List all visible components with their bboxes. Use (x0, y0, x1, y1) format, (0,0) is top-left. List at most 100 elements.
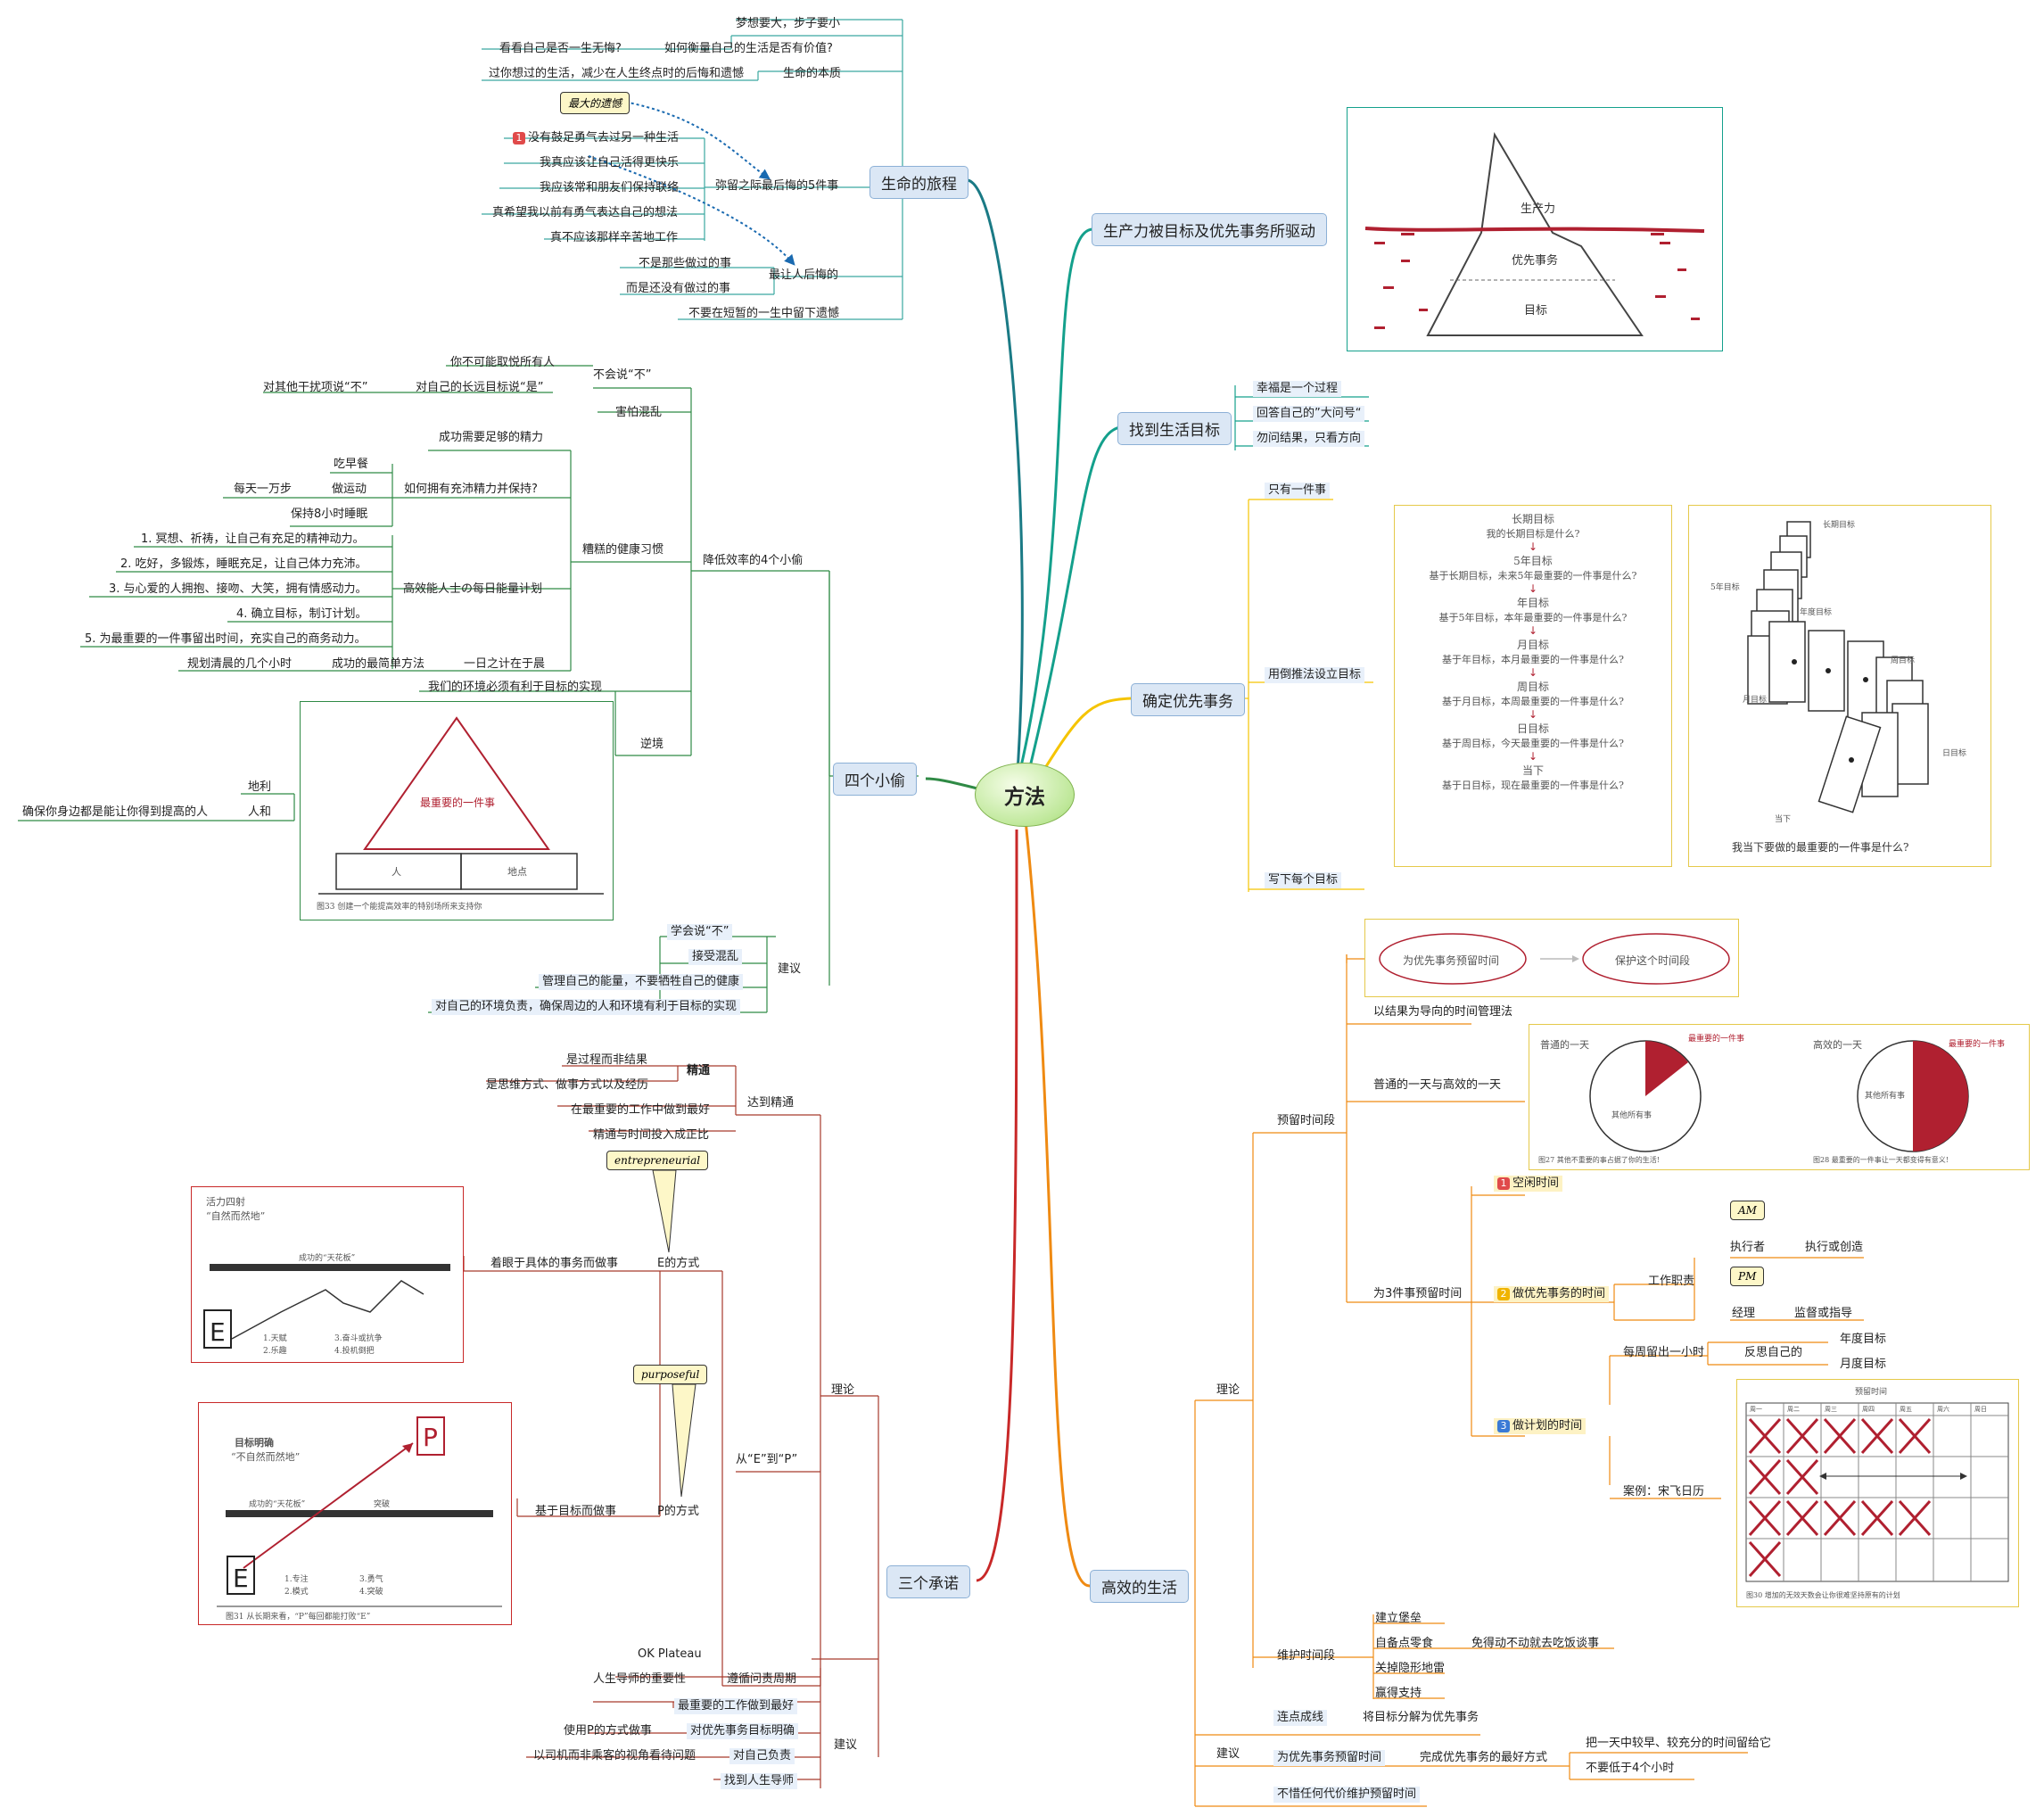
reverse-step: 5年目标基于长期目标，未来5年最重要的一件事是什么? (1395, 553, 1671, 582)
thieves-plan-title: 高效能人士の每日能量计划 (403, 582, 543, 596)
promises-e-way: E的方式 (657, 1257, 700, 1270)
p-img-drawing: P E (217, 1416, 502, 1607)
iceberg-drawing (1364, 132, 1705, 336)
pie1-title: 普通的一天 (1540, 1039, 1589, 1051)
journey-most-regret: 最让人后悔的 (769, 268, 839, 282)
reserve-img-b: 保护这个时间段 (1615, 954, 1691, 967)
node-four-thieves[interactable]: 四个小偷 (833, 763, 917, 796)
journey-measure-a: 看看自己是否一生无悔? (499, 42, 622, 55)
e-img-sub: “自然而然地” (206, 1210, 266, 1222)
cal-day: 周日 (1974, 1406, 1987, 1413)
root-node[interactable]: 方法 (975, 763, 1075, 827)
life-m-3: 关掉隐形地雷 (1375, 1662, 1446, 1675)
thieves-exercise: 做运动 (332, 483, 367, 496)
image-reverse-goals: 长期目标我的长期目标是什么? ↓ 5年目标基于长期目标，未来5年最重要的一件事是… (1394, 505, 1672, 867)
thieves-energy: 成功需要足够的精力 (439, 431, 544, 444)
pie2-other: 其他所有事 (1865, 1092, 1906, 1101)
life-best: 完成优先事务的最好方式 (1420, 1751, 1548, 1764)
thieves-env: 逆境 (640, 738, 664, 751)
reserve-img-a: 为优先事务预留时间 (1403, 954, 1500, 967)
thieves-advice-2: 接受混乱 (688, 949, 743, 965)
life-connect-a: 将目标分解为优先事务 (1363, 1711, 1479, 1724)
journey-not-done: 不是那些做过的事 (639, 257, 732, 270)
domino-label: 长期目标 (1823, 521, 1856, 530)
domino-label: 5年目标 (1710, 583, 1740, 592)
dominoes-drawing (1747, 521, 1929, 813)
e-item-3: 3.奋斗或抗争 (334, 1334, 383, 1343)
cal-day: 周二 (1787, 1406, 1800, 1413)
promises-mastery: 达到精通 (747, 1096, 795, 1110)
promises-adv-2a: 使用P的方式做事 (564, 1724, 652, 1738)
numbered-priority-icon: 1 (1497, 1176, 1510, 1190)
life-weekly: 每周留出一小时 (1623, 1346, 1705, 1359)
life-prio-time-label: 做优先事务的时间 (1512, 1287, 1606, 1300)
thieves-plan-4: 4. 确立目标，制订计划。 (236, 607, 367, 621)
promises-adv-1: 最重要的工作做到最好 (674, 1698, 798, 1714)
life-theory: 理论 (1216, 1383, 1240, 1397)
reverse-goals-list: 长期目标我的长期目标是什么? ↓ 5年目标基于长期目标，未来5年最重要的一件事是… (1395, 506, 1671, 792)
promises-m1: 是过程而非结果 (566, 1053, 648, 1067)
regret-2: 我真应该让自己活得更快乐 (540, 156, 680, 169)
promises-adv-2: 对优先事务目标明确 (687, 1723, 799, 1739)
thieves-people-a: 确保你身边都是能让你得到提高的人 (22, 805, 209, 819)
calendar-caption: 图30 增加的无效天数会让你很难坚持原有的计划 (1746, 1591, 1900, 1599)
reverse-step-heading: 月目标 (1516, 639, 1549, 651)
p-img-title: 目标明确 (235, 1437, 274, 1449)
e-item-2: 2.乐趣 (263, 1347, 287, 1356)
life-connect: 连点成线 (1273, 1710, 1328, 1726)
triangle-top-label: 最重要的一件事 (420, 797, 496, 809)
p-item-3: 3.勇气 (359, 1575, 383, 1584)
reverse-step-question: 基于月目标，本周最重要的一件事是什么? (1442, 696, 1624, 707)
priority-write: 写下每个目标 (1265, 872, 1342, 888)
life-year-goal: 年度目标 (1840, 1333, 1887, 1346)
life-duty: 工作职责 (1648, 1275, 1695, 1288)
node-life-journey[interactable]: 生命的旅程 (870, 166, 968, 199)
thieves-cant-please: 你不可能取悦所有人 (450, 356, 556, 369)
thieves-env-good: 我们的环境必须有利于目标的实现 (428, 681, 603, 694)
thieves-sleep: 保持8小时睡眠 (291, 508, 368, 521)
promises-mentor-imp: 人生导师的重要性 (593, 1672, 687, 1686)
thieves-people: 人和 (248, 805, 272, 819)
life-result: 以结果为导向的时间管理法 (1373, 1005, 1513, 1019)
image-iceberg: 生产力 优先事务 目标 (1347, 107, 1723, 351)
pie1-label: 最重要的一件事 (1688, 1035, 1745, 1044)
image-e-way: 活力四射 “自然而然地” 成功的“天花板” E 1.天赋 2.乐趣 3.奋斗或抗… (191, 1186, 464, 1363)
pie1-other: 其他所有事 (1611, 1111, 1653, 1120)
reverse-step-heading: 年目标 (1516, 597, 1549, 609)
promises-adv-3a: 以司机而非乘客的视角看待问题 (533, 1749, 696, 1762)
node-find-goal[interactable]: 找到生活目标 (1117, 412, 1232, 445)
p-item-1: 1.专注 (284, 1575, 309, 1584)
domino-label: 周目标 (1891, 656, 1916, 665)
node-three-promises[interactable]: 三个承诺 (886, 1565, 970, 1598)
callout-entrepreneurial: entrepreneurial (606, 1151, 709, 1170)
numbered-priority-icon: 2 (1497, 1287, 1510, 1300)
callout-purposeful: purposeful (633, 1365, 708, 1384)
p-item-2: 2.模式 (284, 1588, 309, 1597)
p-caption: 图31 从长期来看，“P”每回都能打败“E” (226, 1613, 371, 1622)
iceberg-top: 生产力 (1521, 202, 1556, 216)
find-goal-1: 幸福是一个过程 (1253, 381, 1342, 397)
life-m-snack: 免得动不动就去吃饭谈事 (1471, 1637, 1600, 1650)
reverse-step: 日目标基于周目标，今天最重要的一件事是什么? (1395, 721, 1671, 750)
priority-one: 只有一件事 (1265, 483, 1331, 499)
reverse-step-heading: 周目标 (1516, 681, 1549, 693)
journey-measure-q: 如何衡量自己的生活是否有价值? (664, 42, 833, 55)
node-priority[interactable]: 确定优先事务 (1131, 683, 1245, 716)
journey-no-regret: 不要在短暂的一生中留下遗憾 (688, 307, 840, 320)
thieves-plan-5: 5. 为最重要的一件事留出时间，充实自己的商务动力。 (85, 632, 367, 646)
reverse-step: 周目标基于月目标，本周最重要的一件事是什么? (1395, 679, 1671, 708)
life-case: 案例：宋飞日历 (1623, 1485, 1705, 1498)
cal-day: 周四 (1862, 1406, 1875, 1413)
journey-essence: 生命的本质 (783, 67, 842, 80)
regret-5: 真不应该那样辛苦地工作 (550, 231, 679, 244)
node-productivity[interactable]: 生产力被目标及优先事务所驱动 (1092, 213, 1327, 246)
regret-3: 我应该常和朋友们保持联络 (540, 181, 680, 194)
domino-label: 当下 (1775, 815, 1792, 824)
life-plan-time-label: 做计划的时间 (1512, 1419, 1583, 1432)
thieves-four: 降低效率的4个小偷 (703, 554, 804, 567)
node-effective-life[interactable]: 高效的生活 (1090, 1570, 1189, 1603)
thieves-plan-1: 1. 冥想、祈祷，让自己有充足的精神动力。 (141, 532, 365, 546)
arrow-down-icon: ↓ (1528, 666, 1538, 679)
